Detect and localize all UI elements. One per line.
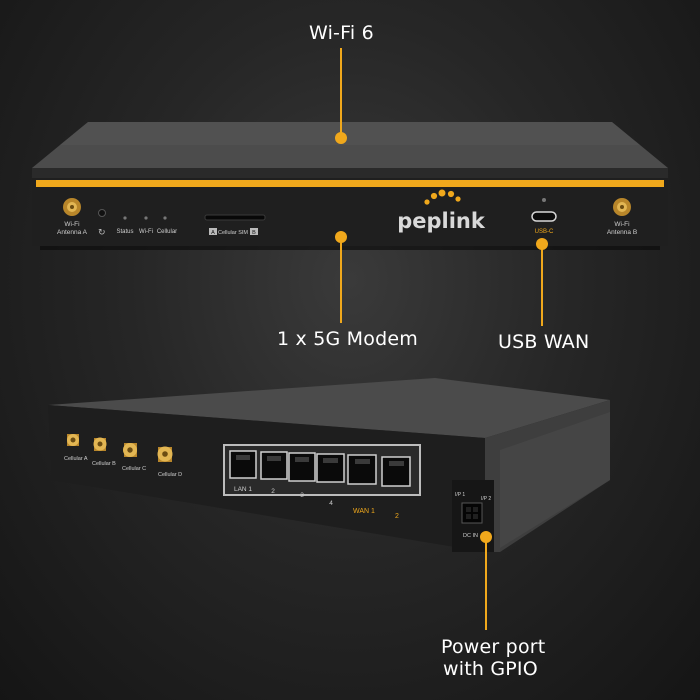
ethernet-port[interactable]: [316, 453, 345, 483]
power-connector[interactable]: [461, 502, 483, 524]
antenna-a-label-line2: Antenna A: [57, 229, 88, 236]
power-callout-line1: Power port: [441, 636, 546, 658]
antenna-a-connector: [63, 198, 81, 216]
usb-c-port[interactable]: [531, 211, 557, 222]
cellular-a-label: Cellular A: [64, 456, 88, 462]
antenna-b-connector: [613, 198, 631, 216]
router-front-view: ↻: [32, 122, 668, 250]
port-label-wan1: WAN 1: [353, 508, 375, 515]
cellular-c-connector: [123, 443, 137, 457]
cellular-led: [163, 216, 167, 220]
port-label-wan2: 2: [395, 513, 399, 520]
antenna-b-label-line1: Wi-Fi: [614, 221, 629, 228]
power-callout-line2: with GPIO: [443, 658, 538, 680]
cellular-c-label: Cellular C: [122, 466, 146, 472]
peplink-logo-dots: [424, 189, 461, 205]
wifi6-callout-dot: [335, 132, 347, 144]
ethernet-port[interactable]: [229, 450, 257, 479]
cellular-b-label: Cellular B: [92, 461, 116, 467]
port-label-4: 4: [329, 500, 333, 507]
wifi-led: [144, 216, 148, 220]
status-label: Status: [116, 229, 133, 235]
sim-label: Cellular SIM: [218, 230, 248, 236]
sim-a-label: A: [211, 230, 215, 236]
antenna-a-label-line1: Wi-Fi: [64, 221, 79, 228]
io1-label: I/P 1: [455, 492, 465, 498]
port-label-2: 2: [271, 488, 275, 495]
reset-button[interactable]: [98, 209, 106, 217]
brand-logo-text: peplink: [397, 209, 486, 233]
cellular-a-connector: [67, 434, 79, 446]
usb-wan-callout: USB WAN: [498, 331, 590, 353]
usb-c-label: USB-C: [535, 229, 554, 235]
port-label-lan1: LAN 1: [234, 486, 252, 493]
accent-stripe: [36, 180, 664, 187]
wifi-label: Wi-Fi: [139, 229, 153, 235]
ethernet-port[interactable]: [288, 452, 316, 482]
modem-callout-line: [340, 237, 342, 323]
ethernet-port-block: [223, 444, 421, 496]
sim-slot[interactable]: [204, 214, 266, 221]
reset-icon: ↻: [98, 228, 106, 238]
io2-label: I/P 2: [481, 496, 491, 502]
sim-b-label: B: [252, 230, 256, 236]
ethernet-port[interactable]: [260, 451, 288, 480]
status-led: [123, 216, 127, 220]
ethernet-port[interactable]: [347, 454, 377, 485]
power-callout-line: [485, 537, 487, 630]
usb-callout-line: [541, 244, 543, 326]
wifi6-callout: Wi-Fi 6: [309, 22, 374, 44]
dc-in-label: DC IN: [463, 533, 478, 539]
port-label-3: 3: [300, 492, 304, 499]
wifi6-callout-line: [340, 48, 342, 138]
cellular-d-label: Cellular D: [158, 472, 182, 478]
modem-callout: 1 x 5G Modem: [277, 328, 418, 350]
cellular-d-connector: [157, 446, 173, 462]
antenna-b-label-line2: Antenna B: [607, 229, 637, 236]
cellular-b-connector: [93, 437, 107, 451]
ethernet-port[interactable]: [381, 456, 411, 487]
cellular-label: Cellular: [157, 229, 177, 235]
